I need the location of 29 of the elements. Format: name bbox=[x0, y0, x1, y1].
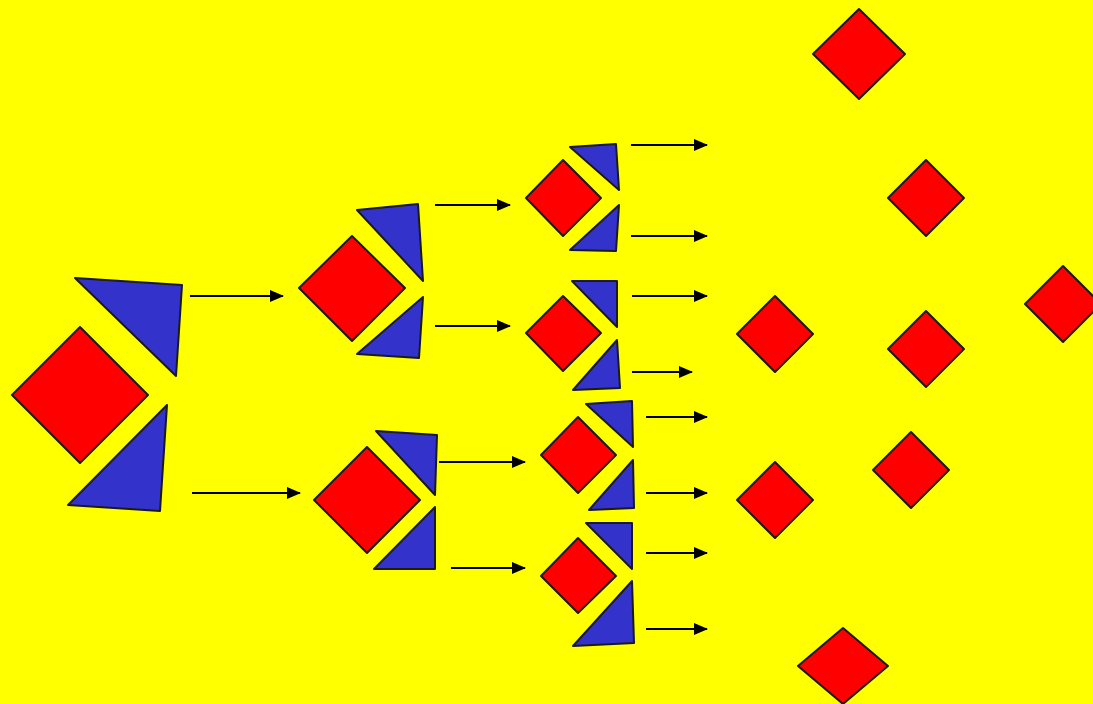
diamond-with-triangles bbox=[524, 279, 622, 392]
diamond bbox=[1023, 264, 1093, 344]
arrow bbox=[645, 623, 708, 635]
arrow bbox=[191, 487, 301, 499]
arrow bbox=[645, 411, 708, 423]
arrow bbox=[645, 547, 708, 559]
diamond-with-triangles bbox=[297, 202, 425, 361]
arrow bbox=[189, 290, 284, 302]
arrow bbox=[631, 290, 708, 302]
diamond bbox=[811, 7, 907, 101]
diamond-with-triangles bbox=[539, 399, 636, 512]
diamond bbox=[796, 626, 890, 704]
arrow bbox=[645, 487, 708, 499]
diamond-with-triangles bbox=[539, 521, 636, 648]
arrow bbox=[434, 320, 511, 332]
arrow bbox=[630, 230, 708, 242]
arrow bbox=[434, 199, 511, 211]
diamond bbox=[735, 294, 815, 374]
diamond bbox=[871, 430, 951, 510]
diamond-with-triangles bbox=[10, 276, 184, 513]
diamond bbox=[886, 309, 966, 389]
arrow bbox=[438, 456, 526, 468]
arrow bbox=[450, 562, 526, 574]
diamond-with-triangles bbox=[312, 429, 439, 571]
diamond bbox=[735, 460, 815, 540]
diamond-with-triangles bbox=[524, 142, 621, 253]
diamond bbox=[886, 158, 966, 238]
arrow bbox=[631, 366, 693, 378]
arrow bbox=[630, 139, 708, 151]
